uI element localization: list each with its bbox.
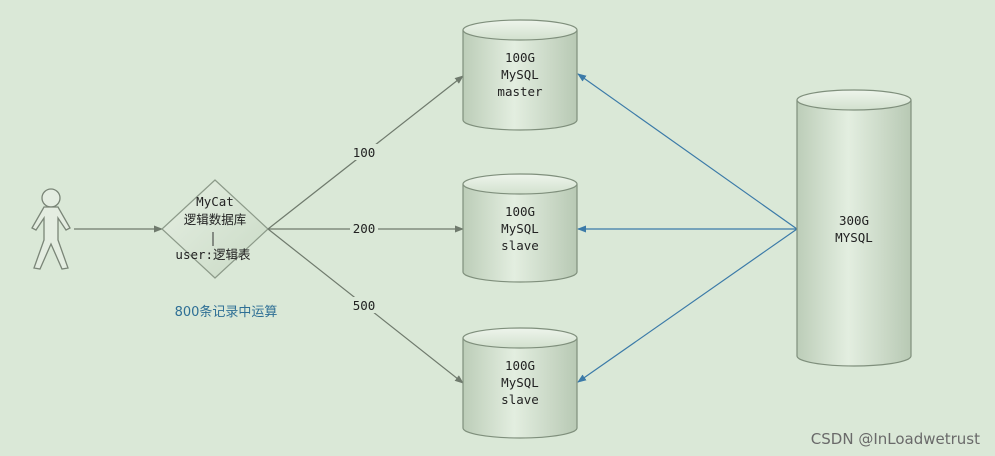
svg-text:200: 200	[353, 221, 376, 236]
svg-text:500: 500	[353, 298, 376, 313]
db-big-cylinder: 300G MYSQL	[796, 89, 912, 367]
db-slave2-size: 100G	[505, 358, 535, 373]
edge-big-to-slave2	[577, 228, 798, 383]
person-icon	[31, 188, 71, 270]
db-slave2-engine: MySQL	[501, 375, 539, 390]
mycat-label-line1: MyCat	[196, 194, 234, 209]
edge-label-slave2: 500	[350, 297, 378, 313]
db-master-engine: MySQL	[501, 67, 539, 82]
computation-note: 800条记录中运算	[175, 304, 278, 320]
db-master-cylinder: 100G MySQL master	[462, 19, 578, 131]
svg-text:100: 100	[353, 145, 376, 160]
db-big-size: 300G	[839, 213, 869, 228]
edge-label-master: 100	[350, 144, 378, 160]
mycat-node: MyCat 逻辑数据库 user:逻辑表	[161, 179, 269, 279]
db-slave1-engine: MySQL	[501, 221, 539, 236]
edge-big-to-master	[577, 73, 798, 230]
db-slave1-cylinder: 100G MySQL slave	[462, 173, 578, 283]
db-slave1-role: slave	[501, 238, 539, 253]
db-slave2-cylinder: 100G MySQL slave	[462, 327, 578, 439]
db-big-engine: MYSQL	[835, 230, 873, 245]
db-slave2-role: slave	[501, 392, 539, 407]
db-master-role: master	[497, 84, 543, 99]
db-master-size: 100G	[505, 50, 535, 65]
watermark-text: CSDN @InLoadwetrust	[811, 430, 980, 448]
mycat-label-line3: user:逻辑表	[175, 247, 251, 262]
edge-label-slave1: 200	[350, 221, 378, 237]
db-slave1-size: 100G	[505, 204, 535, 219]
mycat-label-line2: 逻辑数据库	[184, 212, 247, 227]
